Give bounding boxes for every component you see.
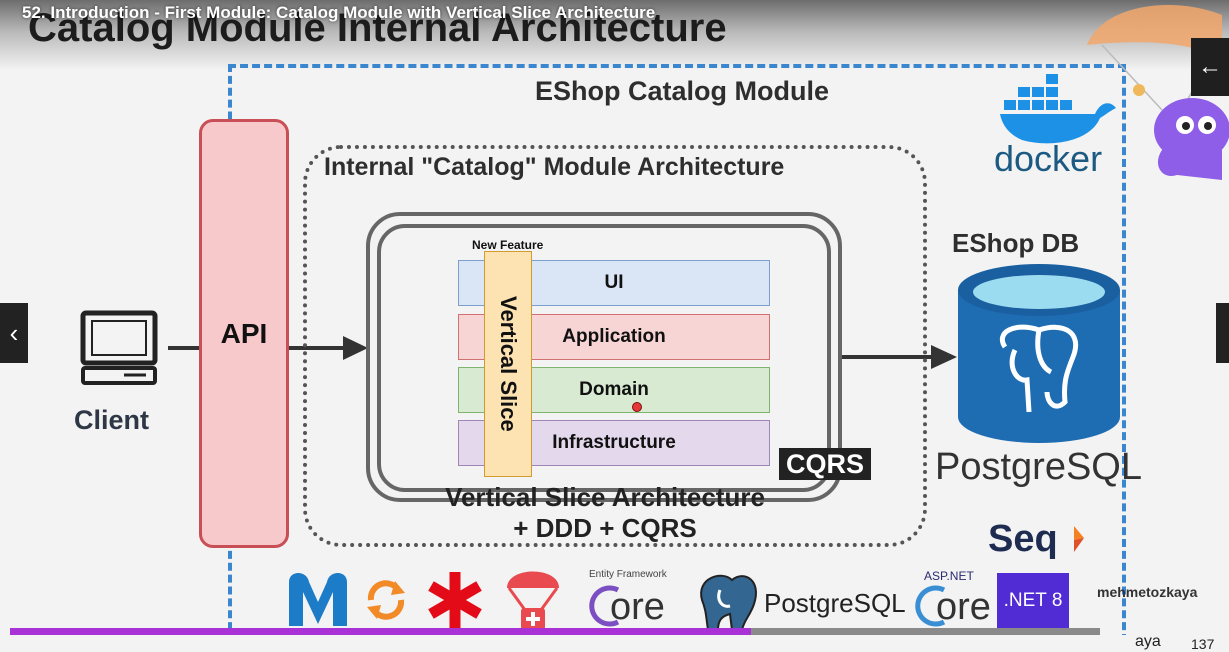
vsa-title-line2: + DDD + CQRS — [513, 513, 697, 543]
sync-arrows-icon — [367, 580, 405, 620]
vertical-slice-bar — [484, 251, 532, 477]
previous-slide-button[interactable]: ‹ — [0, 303, 28, 363]
aspnet-label: ASP.NET — [924, 569, 974, 583]
bottom-strip — [0, 635, 1229, 652]
paraglider-mascot-icon — [1087, 5, 1229, 180]
postgres-elephant-icon — [700, 574, 757, 631]
bottom-caption: aya — [1135, 633, 1161, 650]
ef-core-c-icon — [589, 585, 620, 627]
mediatr-logo-icon — [289, 573, 347, 626]
asterisk-icon — [428, 572, 482, 628]
flow-arrows — [168, 336, 957, 369]
arrow-left-icon: ← — [1198, 53, 1222, 80]
postgresql-logo-text: PostgreSQL — [935, 446, 1142, 488]
back-button[interactable]: ← — [1191, 38, 1229, 96]
internal-heading: Internal "Catalog" Module Architecture — [324, 153, 785, 181]
next-slide-button[interactable] — [1216, 303, 1229, 363]
progress-fill — [10, 628, 752, 635]
client-label: Client — [74, 405, 150, 435]
postgresql-small-text: PostgreSQL — [764, 588, 906, 618]
seq-mark-icon — [1074, 526, 1084, 552]
parachute-icon — [507, 571, 559, 630]
computer-icon — [80, 310, 158, 385]
slide-title: Catalog Module Internal Architecture — [28, 6, 727, 50]
aspnet-core-text: ore — [936, 586, 991, 628]
api-box — [199, 119, 289, 548]
internal-module-box — [303, 145, 927, 547]
watermark: mehmetozkaya — [1097, 584, 1198, 600]
vsa-title-line1: Vertical Slice Architecture — [445, 482, 765, 512]
module-heading: EShop Catalog Module — [535, 76, 829, 106]
page-number: 137 — [1191, 636, 1215, 652]
ef-label: Entity Framework — [589, 569, 667, 580]
seq-logo-text: Seq — [988, 518, 1058, 560]
chevron-left-icon: ‹ — [9, 318, 19, 348]
api-label: API — [220, 318, 268, 349]
aspnet-core-c-icon — [915, 585, 946, 627]
cqrs-badge: CQRS — [779, 448, 871, 480]
docker-logo-text: docker — [994, 138, 1103, 179]
video-title: 52. Introduction - First Module: Catalog… — [22, 3, 656, 22]
vsa-inner-frame — [377, 224, 831, 492]
cursor-dot — [632, 402, 642, 412]
ef-core-text: ore — [610, 586, 665, 628]
docker-whale-icon — [1000, 74, 1116, 144]
database-cylinder-icon — [958, 264, 1120, 443]
db-heading: EShop DB — [952, 228, 1080, 258]
top-gradient — [0, 0, 1229, 70]
dotnet8-logo: .NET 8 — [997, 573, 1069, 629]
vertical-slice-label: Vertical Slice — [496, 296, 521, 432]
vsa-outer-frame — [366, 212, 842, 502]
vsa-title: Vertical Slice Architecture + DDD + CQRS — [320, 482, 890, 544]
new-feature-label: New Feature — [472, 238, 544, 252]
